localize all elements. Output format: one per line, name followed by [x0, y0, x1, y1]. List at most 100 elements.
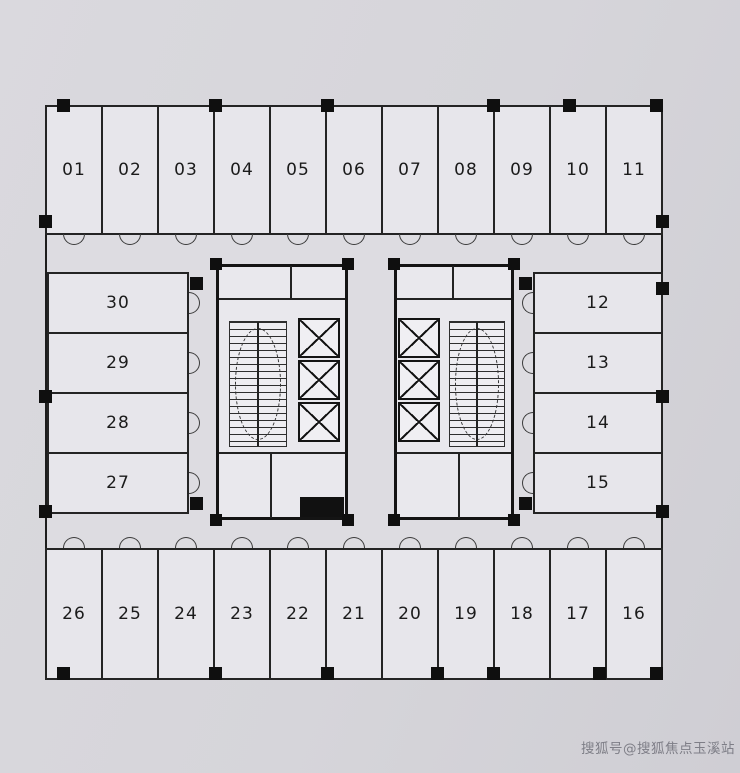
unit-room: 25 — [101, 548, 159, 680]
structural-column — [209, 99, 222, 112]
structural-column — [656, 215, 669, 228]
structural-column — [342, 514, 354, 526]
shaft-block — [300, 497, 344, 517]
unit-number: 07 — [398, 160, 422, 180]
unit-number: 20 — [398, 604, 422, 624]
structural-column — [39, 215, 52, 228]
unit-number: 24 — [174, 604, 198, 624]
watermark-text: 搜狐号@搜狐焦点玉溪站 — [581, 741, 735, 757]
structural-column — [190, 497, 203, 510]
structural-column — [321, 99, 334, 112]
core-wall — [397, 452, 511, 454]
unit-room: 06 — [325, 105, 383, 235]
unit-room: 26 — [45, 548, 103, 680]
core-wall — [397, 298, 511, 300]
unit-room: 29 — [47, 332, 189, 394]
unit-room: 27 — [47, 452, 189, 514]
unit-number: 28 — [106, 413, 130, 433]
structural-column — [342, 258, 354, 270]
elevator-icon — [398, 402, 440, 442]
unit-room: 22 — [269, 548, 327, 680]
structural-column — [388, 258, 400, 270]
unit-room: 24 — [157, 548, 215, 680]
structural-column — [487, 99, 500, 112]
unit-number: 16 — [622, 604, 646, 624]
unit-number: 19 — [454, 604, 478, 624]
unit-room: 30 — [47, 272, 189, 334]
structural-column — [656, 505, 669, 518]
structural-column — [39, 505, 52, 518]
unit-room: 14 — [533, 392, 663, 454]
unit-room: 15 — [533, 452, 663, 514]
unit-room: 04 — [213, 105, 271, 235]
structural-column — [190, 277, 203, 290]
unit-room: 17 — [549, 548, 607, 680]
unit-room: 05 — [269, 105, 327, 235]
unit-number: 29 — [106, 353, 130, 373]
structural-column — [593, 667, 606, 680]
unit-number: 23 — [230, 604, 254, 624]
unit-number: 27 — [106, 473, 130, 493]
core-wall — [219, 298, 345, 300]
structural-column — [210, 514, 222, 526]
structural-column — [39, 390, 52, 403]
structural-column — [388, 514, 400, 526]
unit-number: 01 — [62, 160, 86, 180]
staircase-icon — [449, 321, 505, 447]
unit-number: 13 — [586, 353, 610, 373]
staircase-icon — [229, 321, 287, 447]
elevator-icon — [398, 360, 440, 400]
unit-room: 11 — [605, 105, 663, 235]
unit-room: 21 — [325, 548, 383, 680]
structural-column — [650, 667, 663, 680]
unit-room: 16 — [605, 548, 663, 680]
unit-room: 10 — [549, 105, 607, 235]
elevator-icon — [298, 402, 340, 442]
core-wall — [458, 454, 460, 518]
structural-column — [656, 282, 669, 295]
unit-number: 12 — [586, 293, 610, 313]
unit-number: 11 — [622, 160, 646, 180]
unit-room: 19 — [437, 548, 495, 680]
structural-column — [656, 390, 669, 403]
structural-column — [650, 99, 663, 112]
structural-column — [431, 667, 444, 680]
structural-column — [210, 258, 222, 270]
structural-column — [321, 667, 334, 680]
unit-room: 28 — [47, 392, 189, 454]
unit-number: 15 — [586, 473, 610, 493]
core-wall — [270, 454, 272, 518]
unit-number: 14 — [586, 413, 610, 433]
unit-room: 08 — [437, 105, 495, 235]
core-wall — [452, 266, 454, 300]
unit-room: 13 — [533, 332, 663, 394]
unit-number: 05 — [286, 160, 310, 180]
core-wall — [290, 266, 292, 300]
unit-number: 06 — [342, 160, 366, 180]
unit-number: 04 — [230, 160, 254, 180]
elevator-icon — [298, 318, 340, 358]
unit-number: 03 — [174, 160, 198, 180]
unit-room: 03 — [157, 105, 215, 235]
unit-room: 18 — [493, 548, 551, 680]
elevator-icon — [398, 318, 440, 358]
unit-room: 02 — [101, 105, 159, 235]
unit-room: 07 — [381, 105, 439, 235]
structural-column — [209, 667, 222, 680]
unit-room: 20 — [381, 548, 439, 680]
unit-number: 21 — [342, 604, 366, 624]
structural-column — [519, 497, 532, 510]
structural-column — [508, 514, 520, 526]
unit-room: 12 — [533, 272, 663, 334]
unit-number: 10 — [566, 160, 590, 180]
unit-number: 17 — [566, 604, 590, 624]
unit-room: 01 — [45, 105, 103, 235]
unit-room: 23 — [213, 548, 271, 680]
unit-number: 08 — [454, 160, 478, 180]
structural-column — [563, 99, 576, 112]
core-wall — [219, 452, 345, 454]
unit-number: 18 — [510, 604, 534, 624]
structural-column — [508, 258, 520, 270]
unit-number: 09 — [510, 160, 534, 180]
